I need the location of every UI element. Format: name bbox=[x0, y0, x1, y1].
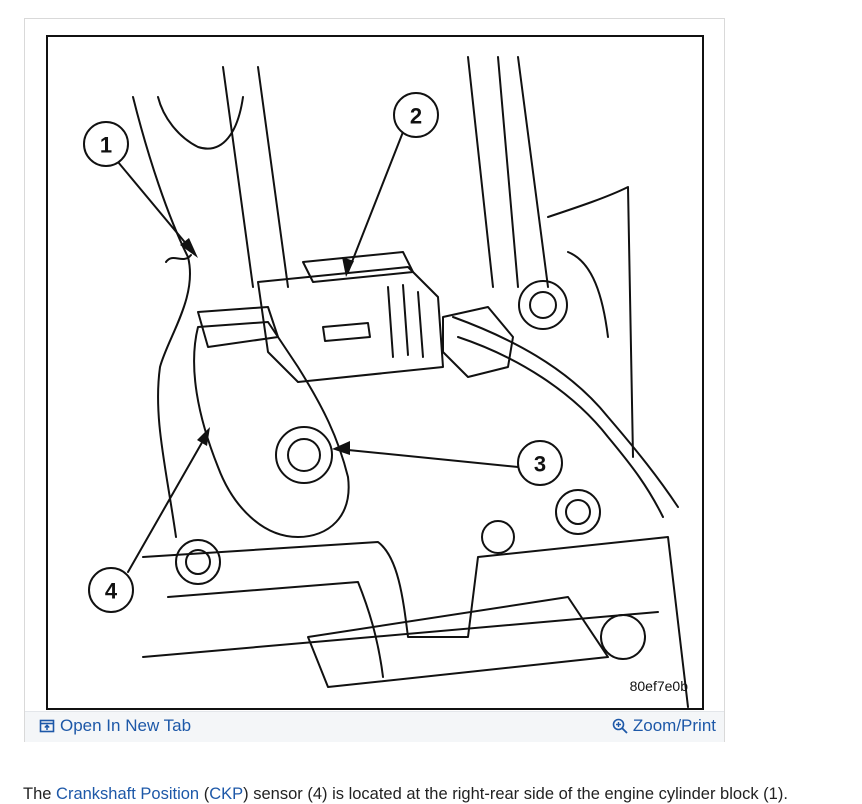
zoom-magnifier-icon bbox=[612, 718, 628, 734]
figure-caption: The Crankshaft Position (CKP) sensor (4)… bbox=[23, 785, 788, 804]
arrowhead-3 bbox=[332, 441, 350, 455]
sensor-cable2 bbox=[457, 336, 664, 518]
lower-housing bbox=[142, 536, 689, 708]
bolt-lower-left-inner bbox=[185, 549, 211, 575]
callout-2-label: 2 bbox=[410, 104, 422, 129]
sensor-cable bbox=[452, 316, 679, 508]
leader-3 bbox=[337, 448, 519, 468]
callout-3-label: 3 bbox=[534, 452, 546, 477]
squiggle-1 bbox=[165, 254, 192, 263]
leader-4 bbox=[127, 431, 209, 573]
connector-latch bbox=[322, 322, 371, 342]
caption-paren: ( bbox=[199, 784, 210, 803]
connector-body bbox=[257, 266, 444, 383]
ckp-link[interactable]: CKP bbox=[209, 784, 244, 803]
bolt-right-outer bbox=[518, 280, 568, 330]
block-right-wall bbox=[547, 186, 634, 458]
bolt-lower-left-outer bbox=[175, 539, 221, 585]
block-edge-left bbox=[132, 96, 191, 538]
arrowhead-2 bbox=[342, 257, 354, 277]
lower-housing-rim bbox=[307, 596, 609, 688]
figure-id-label: 80ef7e0b bbox=[629, 678, 688, 694]
block-edge-mid2 bbox=[257, 66, 289, 288]
bolt-3-inner bbox=[287, 438, 321, 472]
callout-1-label: 1 bbox=[100, 133, 112, 158]
zoom-print-link[interactable]: Zoom/Print bbox=[612, 716, 716, 736]
callout-4-circle bbox=[88, 567, 134, 613]
caption-prefix: The bbox=[23, 784, 57, 803]
zoom-print-label: Zoom/Print bbox=[632, 716, 716, 735]
block-edge-mid bbox=[222, 66, 254, 288]
boss-bottom-right bbox=[600, 614, 646, 660]
image-toolbar: Open In New Tab Zoom/Print bbox=[25, 711, 724, 742]
connector-ribs bbox=[387, 284, 424, 358]
cable-boot bbox=[442, 306, 514, 378]
connector-top bbox=[302, 251, 414, 283]
bolt-3-outer bbox=[275, 426, 333, 484]
lower-housing-base bbox=[142, 611, 659, 658]
block-right-wall2 bbox=[567, 251, 609, 338]
crankshaft-position-link[interactable]: Crankshaft Position bbox=[56, 784, 200, 803]
crankshaft-sensor-diagram: 1 2 3 4 bbox=[83, 56, 689, 708]
block-right-ridge bbox=[467, 56, 549, 288]
open-in-new-tab-label: Open In New Tab bbox=[60, 716, 192, 735]
bolt-lower-right-inner bbox=[565, 499, 591, 525]
callout-1-circle bbox=[83, 121, 129, 167]
sensor-bracket bbox=[193, 321, 350, 538]
bolt-right-inner bbox=[529, 291, 557, 319]
open-in-new-tab-link[interactable]: Open In New Tab bbox=[39, 716, 191, 736]
figure-card: 1 2 3 4 80ef7e0b Open In New Tab Zoom/Pr… bbox=[24, 18, 725, 742]
callout-3-circle bbox=[517, 440, 563, 486]
sensor-head bbox=[197, 306, 279, 348]
leader-2 bbox=[347, 131, 404, 273]
open-new-tab-icon bbox=[39, 719, 55, 733]
leader-1 bbox=[117, 161, 194, 253]
arrowhead-4 bbox=[197, 427, 210, 446]
diagram-frame: 1 2 3 4 80ef7e0b bbox=[46, 35, 704, 710]
block-curve-top bbox=[157, 96, 244, 150]
caption-suffix: ) sensor (4) is located at the right-rea… bbox=[243, 784, 788, 803]
arrowhead-1 bbox=[180, 238, 198, 258]
bolt-bottom-outer bbox=[481, 520, 515, 554]
callout-2-circle bbox=[393, 92, 439, 138]
callout-4-label: 4 bbox=[105, 579, 118, 604]
lower-housing-inner bbox=[167, 581, 384, 678]
bolt-lower-right-outer bbox=[555, 489, 601, 535]
